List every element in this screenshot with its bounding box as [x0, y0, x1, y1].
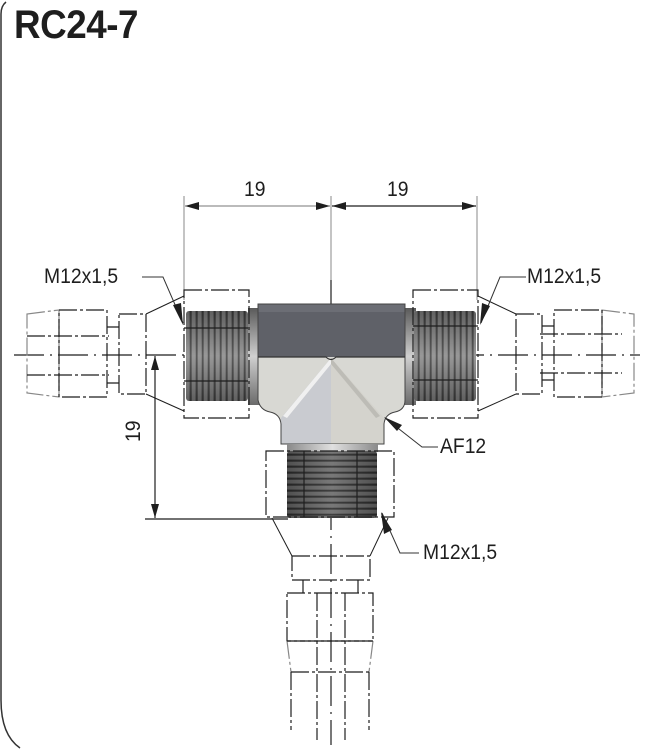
right-thread [404, 289, 479, 419]
thread-callout-bottom: M12x1,5 [423, 541, 498, 564]
bottom-thread [265, 450, 395, 518]
left-thread [183, 289, 260, 419]
dimension-label-top-right: 19 [387, 178, 409, 201]
tee-body [257, 303, 406, 452]
dimension-label-top-left: 19 [244, 178, 266, 201]
part-number-title: RC24-7 [14, 3, 139, 47]
thread-callout-right: M12x1,5 [527, 265, 602, 288]
bottom-hose-assembly [271, 517, 389, 740]
dimension-left [145, 356, 288, 520]
left-hose-assembly [26, 295, 185, 412]
dimension-label-vertical: 19 [122, 420, 145, 442]
thread-callout-left: M12x1,5 [44, 265, 119, 288]
across-flats-callout: AF12 [440, 435, 487, 458]
right-hose-assembly [477, 295, 635, 412]
leader-lines [142, 276, 526, 554]
dimension-top [183, 196, 478, 300]
